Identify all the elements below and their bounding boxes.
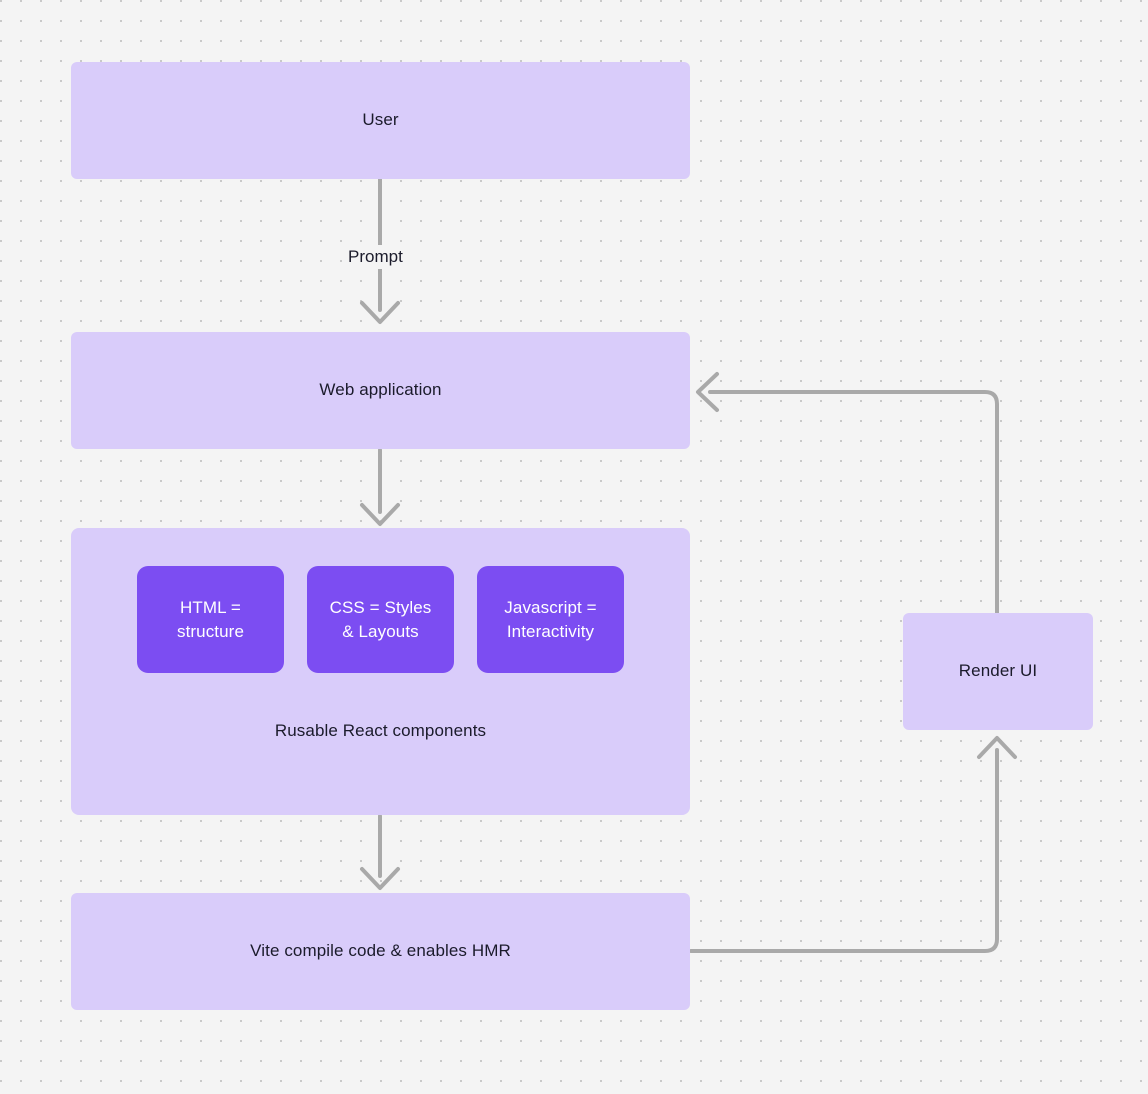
chip-css[interactable]: CSS = Styles & Layouts xyxy=(307,566,454,673)
edge-react-components-to-vite xyxy=(360,814,400,890)
node-react-components-group[interactable]: HTML = structure CSS = Styles & Layouts … xyxy=(71,528,690,815)
chip-html[interactable]: HTML = structure xyxy=(137,566,284,673)
node-render-ui[interactable]: Render UI xyxy=(903,613,1093,730)
edge-label-prompt: Prompt xyxy=(342,245,409,269)
node-render-ui-label: Render UI xyxy=(958,661,1038,681)
edge-render-ui-to-web-application xyxy=(696,372,999,615)
chip-javascript[interactable]: Javascript = Interactivity xyxy=(477,566,624,673)
node-react-components-group-caption: Rusable React components xyxy=(274,721,487,740)
node-vite[interactable]: Vite compile code & enables HMR xyxy=(71,893,690,1010)
node-web-application[interactable]: Web application xyxy=(71,332,690,449)
node-user-label: User xyxy=(362,110,399,130)
edge-vite-to-render-ui xyxy=(689,736,1017,953)
chip-css-label: CSS = Styles & Layouts xyxy=(329,598,432,641)
chip-html-label: HTML = structure xyxy=(176,598,245,641)
node-web-application-label: Web application xyxy=(319,380,442,400)
node-vite-label: Vite compile code & enables HMR xyxy=(250,941,511,961)
chip-javascript-label: Javascript = Interactivity xyxy=(504,598,597,641)
node-user[interactable]: User xyxy=(71,62,690,179)
edge-web-application-to-react-components xyxy=(360,448,400,526)
